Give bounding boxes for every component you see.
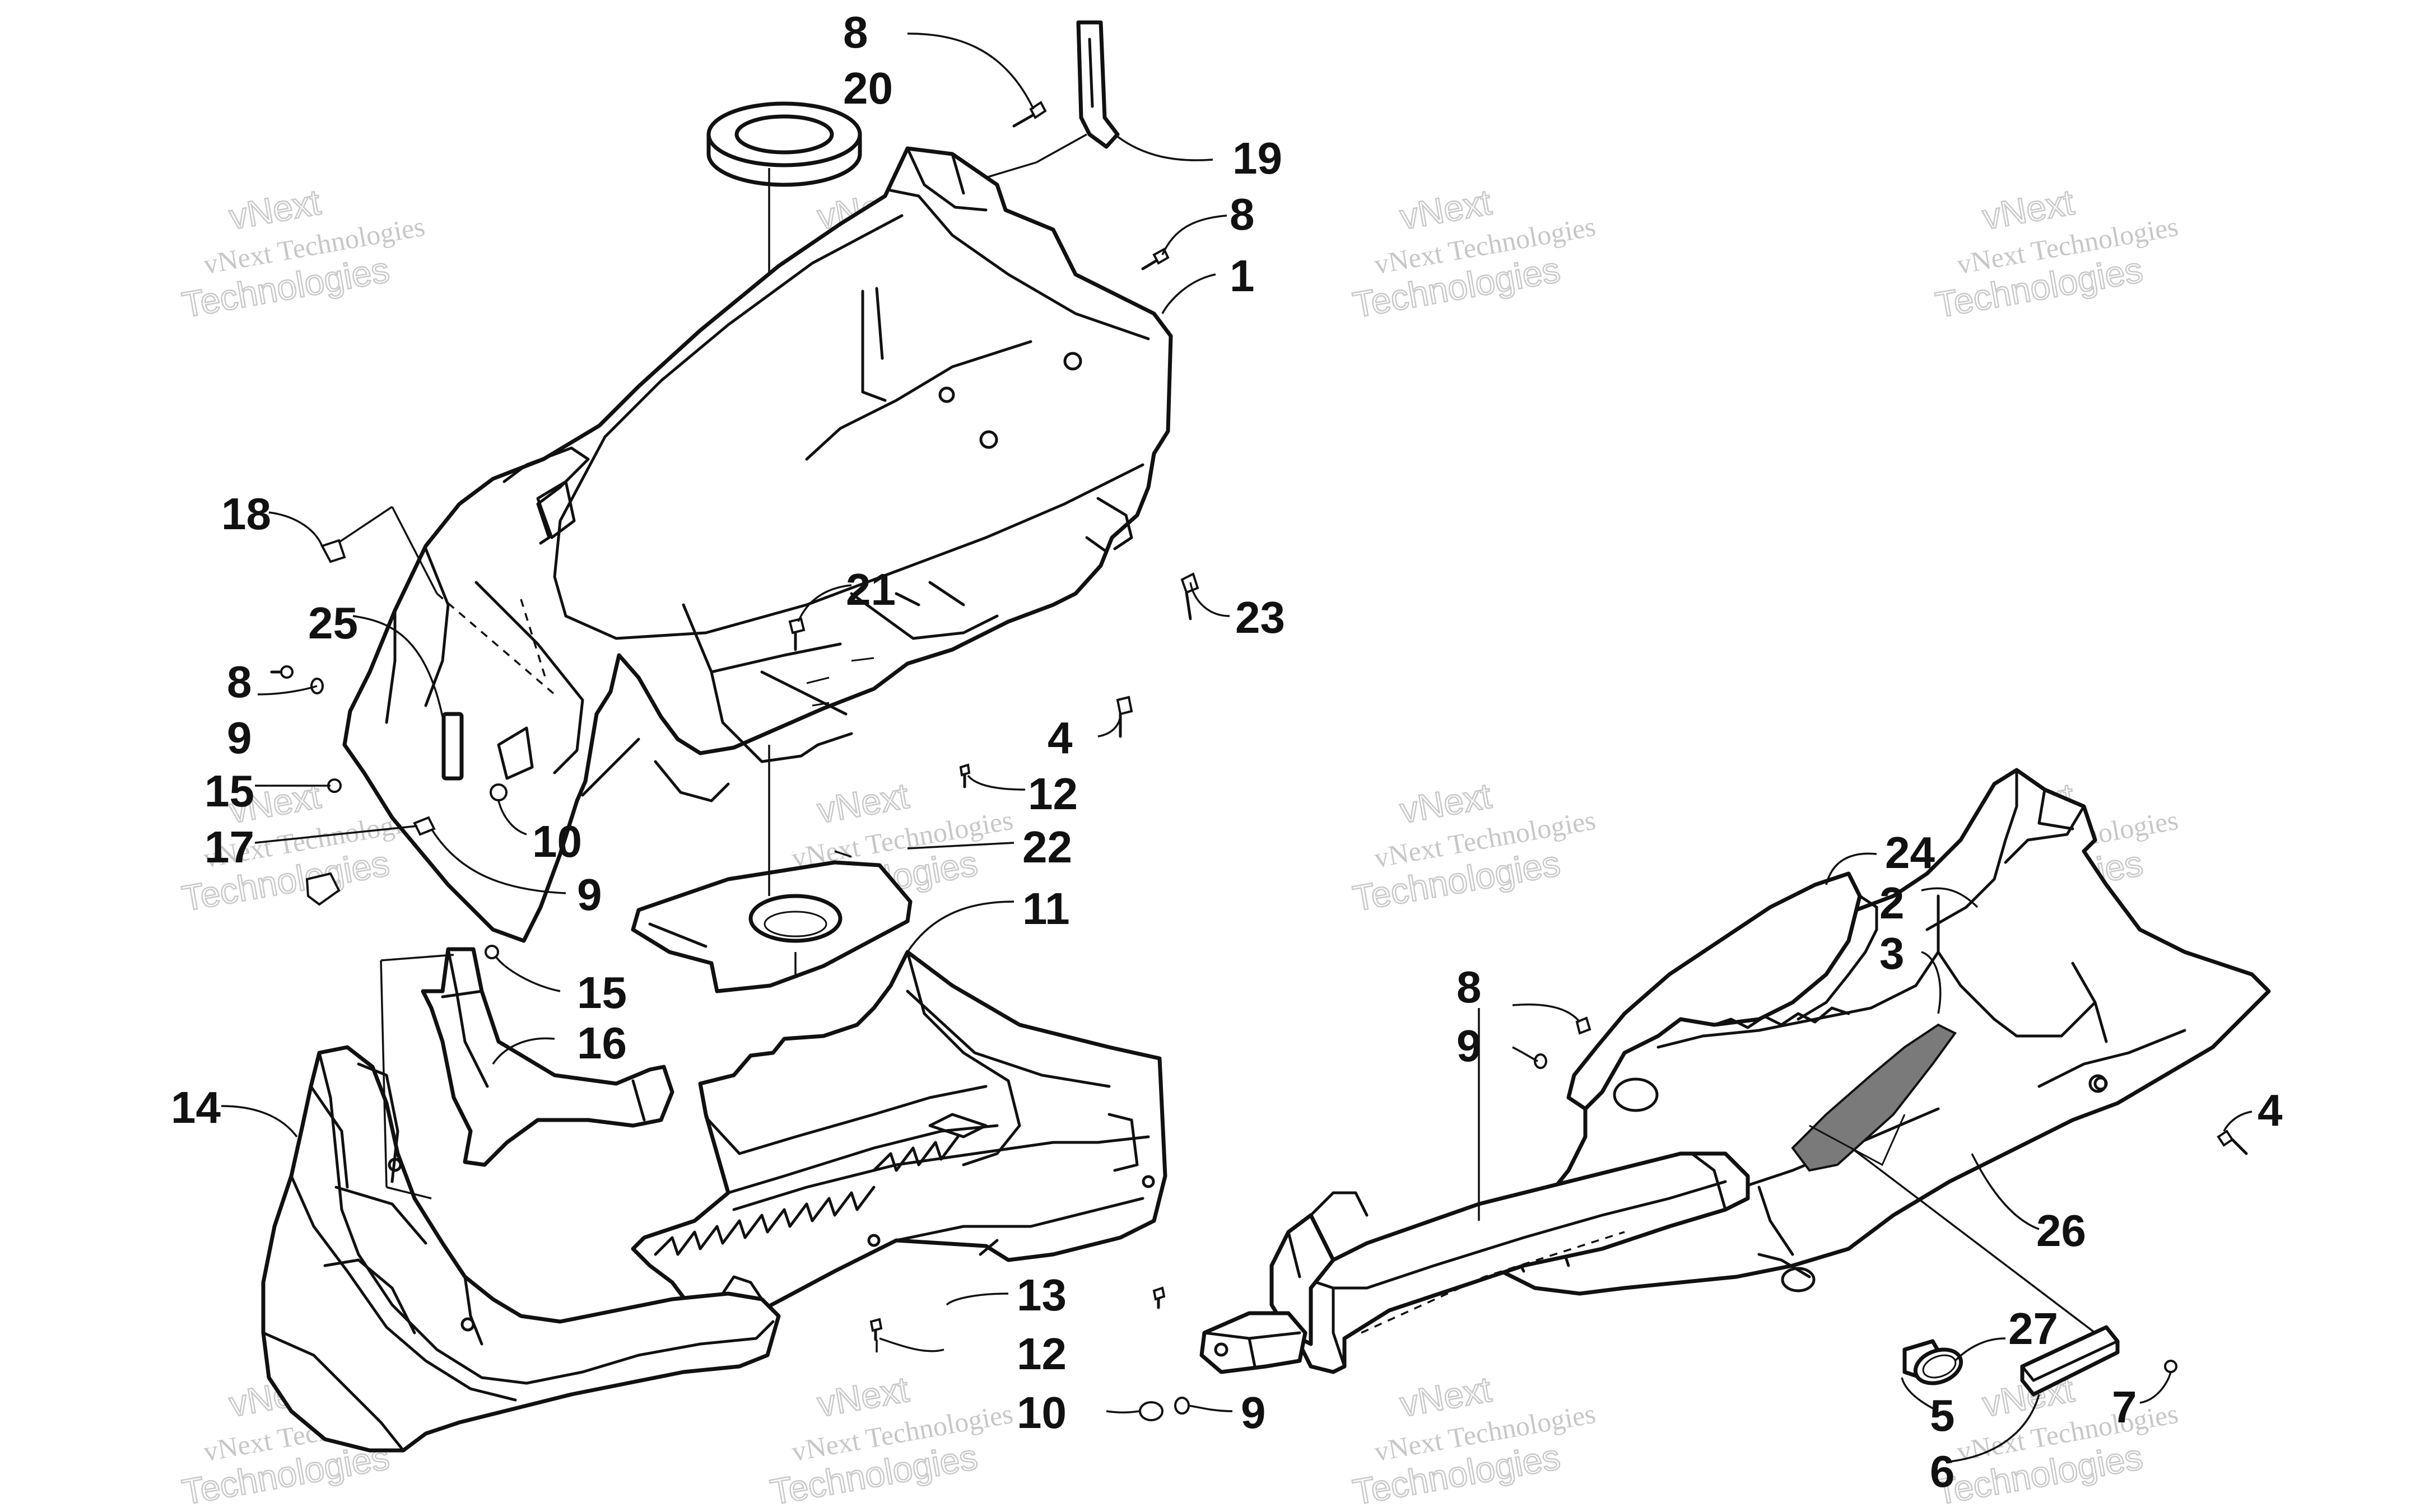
- callout-10: 10: [532, 816, 582, 866]
- nose-part-14: [261, 954, 781, 1453]
- trim-part-24: [1566, 871, 1878, 1112]
- callout-12: 12: [1028, 769, 1078, 819]
- callout-5: 5: [1930, 1390, 1955, 1440]
- callout-8: 8: [227, 657, 252, 707]
- callout-3: 3: [1879, 928, 1905, 978]
- svg-text:vNext: vNext: [815, 1369, 912, 1424]
- lower-pan-part-11: [631, 950, 1167, 1329]
- bracket-part-16: [421, 947, 674, 1167]
- svg-text:vNext: vNext: [1397, 775, 1495, 830]
- callout-20: 20: [843, 63, 893, 113]
- watermark: vNext vNext Technologies Technologies: [1349, 181, 1598, 326]
- leader-lines: [221, 32, 2253, 1463]
- svg-text:vNext: vNext: [1397, 1369, 1495, 1424]
- callout-6: 6: [1930, 1446, 1955, 1496]
- callout-26: 26: [2036, 1206, 2086, 1256]
- seal-ring-part-20: [706, 101, 862, 689]
- svg-text:vNext: vNext: [226, 181, 324, 237]
- watermark: vNext vNext Technologies Technologies: [767, 1368, 1016, 1512]
- watermark: vNext vNext Technologies Technologies: [1349, 774, 1598, 920]
- callout-9: 9: [1456, 1021, 1482, 1071]
- plate-part-22: [631, 745, 913, 993]
- callout-17: 17: [204, 822, 254, 872]
- svg-text:vNext: vNext: [815, 775, 912, 830]
- callout-21: 21: [846, 564, 896, 614]
- watermark: vNext vNext Technologies Technologies: [1932, 181, 2181, 326]
- callout-9: 9: [227, 713, 252, 763]
- svg-text:vNext: vNext: [1980, 181, 2077, 237]
- callout-27: 27: [2008, 1304, 2058, 1354]
- callout-2: 2: [1879, 878, 1905, 928]
- clip-part-19: [952, 20, 1120, 189]
- watermark: vNext vNext Technologies Technologies: [1932, 1368, 2181, 1512]
- callout-15: 15: [577, 968, 627, 1018]
- callout-22: 22: [1022, 822, 1072, 872]
- callout-9: 9: [577, 870, 602, 920]
- callout-9: 9: [1241, 1388, 1266, 1438]
- callout-24: 24: [1885, 828, 1935, 878]
- callout-11: 11: [1022, 884, 1070, 934]
- callout-19: 19: [1232, 133, 1282, 183]
- callout-14: 14: [171, 1082, 221, 1132]
- hood-part-1: [342, 146, 1173, 943]
- svg-text:vNext: vNext: [1397, 181, 1495, 237]
- callout-4: 4: [1048, 713, 1073, 763]
- callout-16: 16: [577, 1018, 627, 1068]
- callout-15: 15: [204, 766, 254, 816]
- callout-1: 1: [1230, 251, 1255, 301]
- callout-18: 18: [221, 489, 271, 539]
- callout-13: 13: [1017, 1270, 1067, 1320]
- callout-4: 4: [2258, 1085, 2283, 1135]
- watermark: vNext vNext Technologies Technologies: [1349, 1368, 1598, 1512]
- callout-7: 7: [2112, 1382, 2137, 1432]
- callout-10: 10: [1017, 1388, 1067, 1438]
- callout-12: 12: [1017, 1329, 1067, 1379]
- callout-8: 8: [843, 7, 868, 57]
- callouts: 8 20 19 8 1 18 21 23 25 8 9 4 12 15 10 1…: [171, 7, 2283, 1496]
- callout-8: 8: [1456, 962, 1482, 1012]
- tail-hardware: [1850, 1147, 2177, 1397]
- callout-23: 23: [1235, 592, 1285, 642]
- callout-25: 25: [308, 598, 358, 648]
- callout-8: 8: [1230, 189, 1255, 239]
- watermark: vNext vNext Technologies Technologies: [179, 181, 427, 326]
- tube-bracket: [1199, 1151, 1750, 1374]
